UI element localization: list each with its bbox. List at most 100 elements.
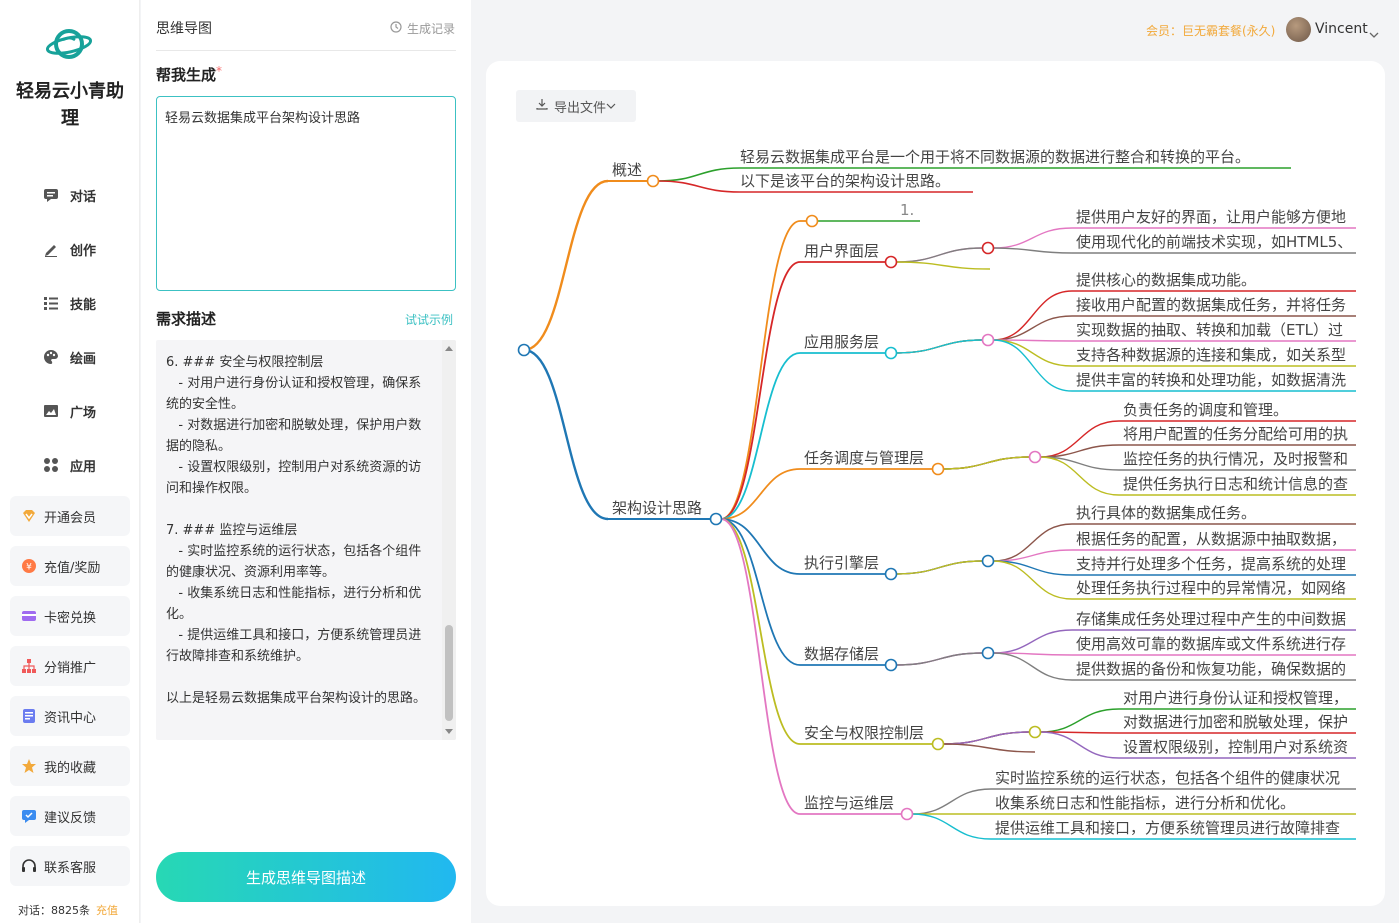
nav-item-square[interactable]: 广场 [0,384,140,438]
card-icon [20,607,38,625]
avatar[interactable] [1286,17,1311,42]
tool-recharge[interactable]: ¥ 充值/奖励 [10,546,130,586]
leaf-label: 对数据进行加密和脱敏处理，保护 [1123,713,1348,731]
mindmap-canvas: 导出文件 概述轻易云数据集成平台是一个用于将不同数据源的数据进行整合和转换的平台… [486,61,1385,906]
leaf-line [992,629,1073,654]
leaf-label: 处理任务执行过程中的异常情况，如网络 [1076,579,1346,597]
overview-leaf-label: 轻易云数据集成平台是一个用于将不同数据源的数据进行整合和转换的平台。 [740,148,1250,166]
leaf-label: 提供核心的数据集成功能。 [1076,271,1256,289]
sub-branch-line [720,518,801,575]
leaf-line [992,339,1073,367]
branch-line-overview [523,179,609,352]
scroll-up-icon[interactable] [445,346,453,351]
vip-icon [20,507,38,525]
leaf-line [992,560,1073,600]
leaf-label: 支持并行处理多个任务，提高系统的处理 [1076,555,1346,573]
leaf-hub-node[interactable] [1028,450,1042,464]
generate-mindmap-button[interactable]: 生成思维导图描述 [156,852,456,902]
tool-label: 联系客服 [44,860,97,876]
tool-favorites[interactable]: 我的收藏 [10,746,130,786]
tool-vip[interactable]: 开通会员 [10,496,130,536]
try-example-link[interactable]: 试试示例 [404,313,453,327]
leaf-label: 对用户进行身份认证和授权管理， [1123,689,1348,707]
sub-branch-node[interactable] [931,462,945,476]
history-link[interactable]: 生成记录 [390,20,455,37]
sub-branch-label: 任务调度与管理层 [804,449,924,467]
branch-label-architecture: 架构设计思路 [612,499,702,517]
leaf-line [992,247,1073,254]
nav-item-create[interactable]: 创作 [0,222,140,276]
tool-news[interactable]: 资讯中心 [10,696,130,736]
leaf-line [992,523,1073,562]
mindmap-svg[interactable]: 概述轻易云数据集成平台是一个用于将不同数据源的数据进行整合和转换的平台。以下是该… [486,61,1385,906]
sub-branch-node[interactable] [805,214,819,228]
leaf-hub-node[interactable] [981,554,995,568]
desc-scrollbar[interactable] [442,340,456,740]
sub-to-hub-line [942,456,1031,470]
sub-branch-line [720,261,801,520]
list-icon [42,294,60,312]
topic-input[interactable]: 轻易云数据集成平台架构设计思路 [156,96,456,291]
nav-label: 广场 [70,405,97,421]
leaf-hub-node[interactable] [981,646,995,660]
sub-branch-node[interactable] [884,567,898,581]
leaf-label: 1. [900,201,914,219]
quota-bar: 对话：8825条充值 [18,902,118,918]
export-label: 导出文件 [553,100,606,116]
leaf-line [1039,420,1120,458]
star-icon [20,757,38,775]
leaf-line [1039,456,1120,496]
tool-feedback[interactable]: 建议反馈 [10,796,130,836]
svg-text:¥: ¥ [26,563,32,573]
export-file-button[interactable]: 导出文件 [516,90,636,122]
desc-textarea[interactable]: 6. ### 安全与权限控制层 - 对用户进行身份认证和授权管理，确保系统的安全… [156,340,456,740]
nav-item-chat[interactable]: 对话 [0,168,140,222]
leaf-line [992,652,1073,681]
palette-icon [42,348,60,366]
tool-customer-service[interactable]: 联系客服 [10,846,130,886]
sub-branch-line [720,518,801,745]
sub-branch-node[interactable] [900,807,914,821]
scroll-thumb[interactable] [445,625,453,721]
sub-branch-line [720,468,801,520]
nav-item-skills[interactable]: 技能 [0,276,140,330]
chevron-down-icon[interactable] [1369,24,1379,43]
username[interactable]: Vincent [1315,21,1368,37]
leaf-label: 提供丰富的转换和处理功能，如数据清洗 [1076,371,1346,389]
desc-label: 需求描述 [156,310,217,328]
leaf-line [911,813,992,840]
help-generate-label: 帮我生成* [156,64,222,85]
leaf-hub-node[interactable] [981,333,995,347]
tool-distribution[interactable]: 分销推广 [10,646,130,686]
panel-title: 思维导图 [156,21,212,37]
sub-branch-node[interactable] [884,658,898,672]
scroll-down-icon[interactable] [445,729,453,734]
tool-card-redeem[interactable]: 卡密兑换 [10,596,130,636]
leaf-hub-node[interactable] [981,241,995,255]
leaf-label: 使用高效可靠的数据库或文件系统进行存 [1076,635,1346,653]
leaf-label: 实时监控系统的运行状态，包括各个组件的健康状况 [995,769,1340,787]
tool-label: 开通会员 [44,510,97,526]
membership-badge[interactable]: 会员：巨无霸套餐(永久) [1146,24,1276,38]
mindmap-form-panel: 思维导图 生成记录 帮我生成* 轻易云数据集成平台架构设计思路 需求描述 试试示… [141,0,471,923]
extra-leaf-line [895,261,991,270]
quota-recharge-link[interactable]: 充值 [96,904,118,917]
sub-branch-node[interactable] [884,255,898,269]
root-node[interactable] [517,343,531,357]
tool-label: 我的收藏 [44,760,97,776]
nav-item-apps[interactable]: 应用 [0,438,140,492]
leaf-label: 提供数据的备份和恢复功能，确保数据的 [1076,660,1346,678]
architecture-node[interactable] [709,512,723,526]
leaf-hub-node[interactable] [1028,725,1042,739]
leaf-label: 收集系统日志和性能指标，进行分析和优化。 [995,794,1295,812]
nav-item-drawing[interactable]: 绘画 [0,330,140,384]
sub-branch-node[interactable] [884,346,898,360]
sub-branch-node[interactable] [931,737,945,751]
chat-icon [42,186,60,204]
overview-node[interactable] [646,174,660,188]
chevron-down-icon [606,99,616,114]
sub-branch-label: 监控与运维层 [804,794,894,812]
leaf-line [1039,456,1120,471]
divider [156,50,456,51]
apps-icon [42,456,60,474]
